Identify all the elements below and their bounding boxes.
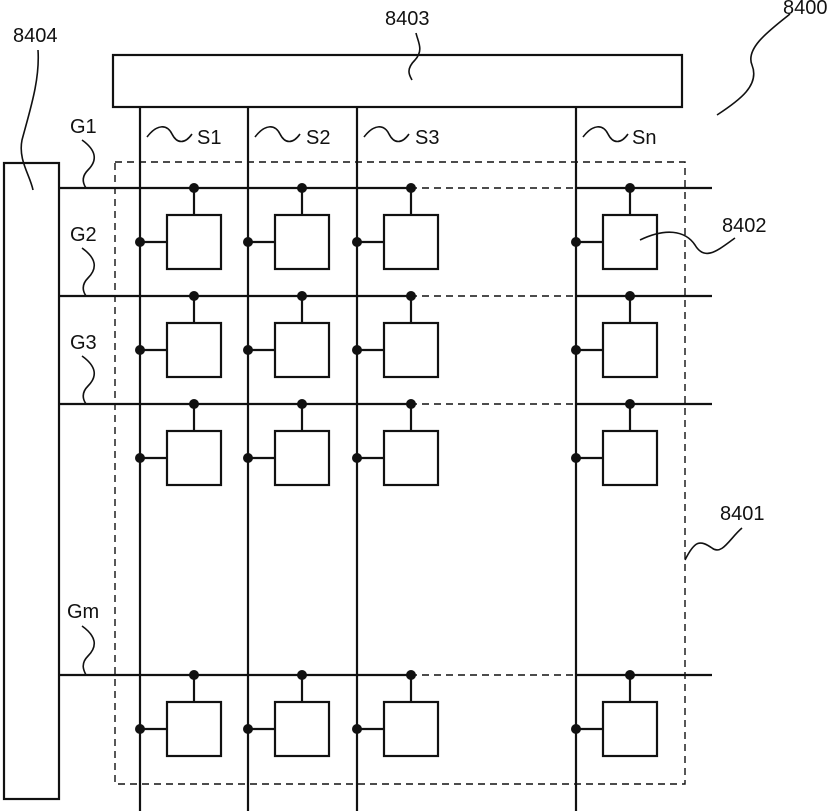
source-junction-dot — [352, 345, 362, 355]
source-junction-dot — [135, 453, 145, 463]
s3-leader — [364, 127, 409, 142]
source-line-label-3: S3 — [415, 127, 439, 149]
gate-junction-dot — [297, 399, 307, 409]
pixel-cell — [243, 399, 329, 485]
s2-leader — [255, 127, 300, 142]
sn-leader — [583, 127, 628, 142]
source-driver-label: 8403 — [385, 8, 430, 30]
gate-junction-dot — [189, 291, 199, 301]
g1-leader — [82, 140, 94, 188]
source-junction-dot — [571, 453, 581, 463]
gate-line-label-3: G3 — [70, 332, 97, 354]
gate-driver-label: 8404 — [13, 25, 58, 47]
gate-junction-dot — [297, 291, 307, 301]
source-line-label-1: S1 — [197, 127, 221, 149]
s1-leader — [147, 127, 192, 142]
source-junction-dot — [243, 237, 253, 247]
gate-junction-dot — [406, 399, 416, 409]
pixel-cell — [135, 399, 221, 485]
pixel-cell — [135, 670, 221, 756]
source-junction-dot — [352, 237, 362, 247]
pixel-cell — [243, 670, 329, 756]
pixel-array — [135, 183, 657, 756]
source-junction-dot — [352, 453, 362, 463]
gate-line-label-2: G2 — [70, 224, 97, 246]
source-junction-dot — [135, 237, 145, 247]
pixel-cell — [135, 291, 221, 377]
gate-junction-dot — [625, 291, 635, 301]
device-leader — [717, 14, 790, 115]
pixel-cell — [352, 399, 438, 485]
pixel-cell — [135, 183, 221, 269]
source-junction-dot — [243, 724, 253, 734]
gate-line-label-m: Gm — [67, 601, 99, 623]
pixel-label: 8402 — [722, 215, 767, 237]
pixel-cell — [571, 183, 657, 269]
source-junction-dot — [571, 237, 581, 247]
pixel-region-leader — [685, 528, 742, 560]
source-junction-dot — [135, 724, 145, 734]
gate-junction-dot — [406, 291, 416, 301]
source-junction-dot — [571, 345, 581, 355]
pixel-cell — [571, 399, 657, 485]
source-junction-dot — [571, 724, 581, 734]
pixel-cell — [352, 291, 438, 377]
source-junction-dot — [352, 724, 362, 734]
pixel-cell — [352, 670, 438, 756]
gate-junction-dot — [625, 399, 635, 409]
pixel-region-label: 8401 — [720, 503, 765, 525]
g3-leader — [82, 356, 94, 404]
gate-junction-dot — [625, 670, 635, 680]
source-junction-dot — [135, 345, 145, 355]
gate-junction-dot — [189, 670, 199, 680]
gate-junction-dot — [406, 183, 416, 193]
gm-leader — [82, 626, 94, 675]
gate-junction-dot — [297, 183, 307, 193]
pixel-cell — [243, 291, 329, 377]
pixel-cell — [571, 291, 657, 377]
pixel-cell — [571, 670, 657, 756]
source-junction-dot — [243, 345, 253, 355]
source-junction-dot — [243, 453, 253, 463]
pixel-cell — [243, 183, 329, 269]
source-line-label-n: Sn — [632, 127, 656, 149]
gate-junction-dot — [625, 183, 635, 193]
gate-line-label-1: G1 — [70, 116, 97, 138]
source-line-label-2: S2 — [306, 127, 330, 149]
gate-junction-dot — [406, 670, 416, 680]
g2-leader — [82, 248, 94, 296]
gate-junction-dot — [189, 399, 199, 409]
pixel-cell — [352, 183, 438, 269]
gate-junction-dot — [189, 183, 199, 193]
gate-junction-dot — [297, 670, 307, 680]
source-driver-block — [113, 55, 682, 107]
device-label: 8400 — [783, 0, 828, 19]
gate-driver-block — [4, 163, 59, 799]
